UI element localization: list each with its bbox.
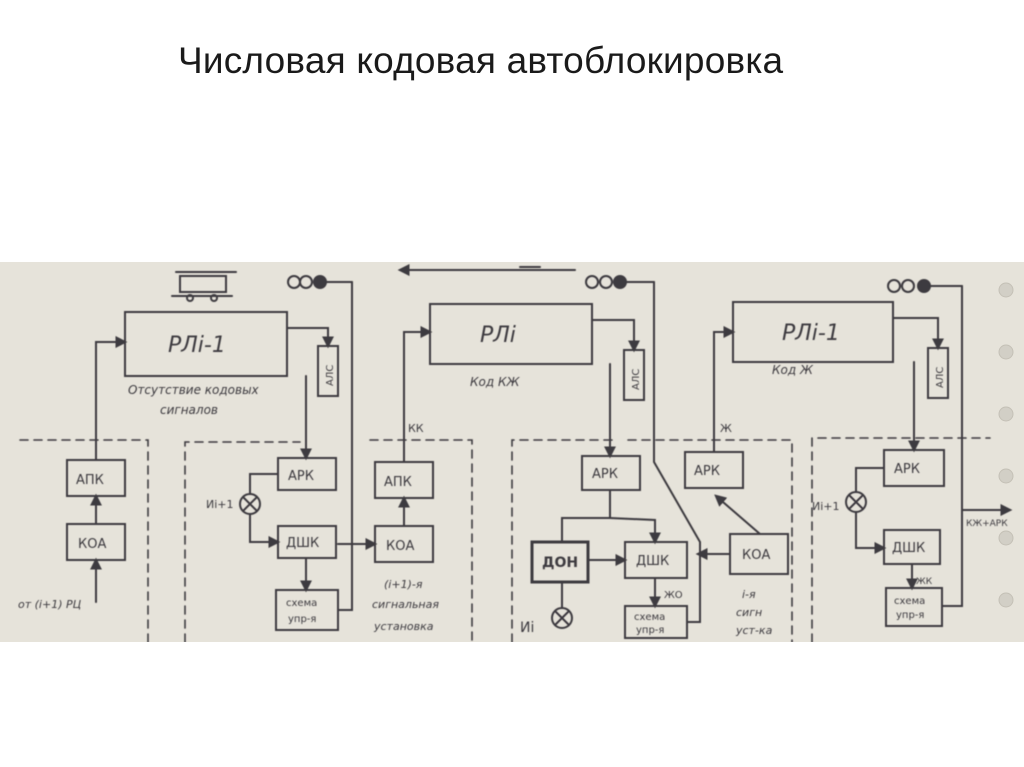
note-ui1: Иi+1 (206, 498, 234, 511)
note-from: от (i+1) РЦ (18, 598, 82, 611)
ark-label-2: АРК (592, 467, 618, 482)
train-icon (171, 271, 237, 302)
handwritten-diagram-photo: РЛi-1 РЛi РЛi-1 АЛС АЛС АЛС АПК КОА АРК … (0, 262, 1024, 642)
note-zhk: ЖК (916, 577, 933, 587)
apk-label-2: АПК (384, 475, 412, 490)
note-sig2-2: сигн (736, 606, 762, 619)
als-label-1: АЛС (325, 365, 336, 386)
note-zhd: ЖО (664, 590, 683, 601)
ark-label-3: АРК (694, 464, 720, 479)
note-sig2-1: i-я (742, 588, 756, 601)
note-sig1-1: (i+1)-я (384, 578, 423, 591)
note-right-out: КЖ+АРК (966, 519, 1008, 529)
rl-label-right: РЛi-1 (782, 321, 840, 346)
apk-label-1: АПК (76, 473, 104, 488)
rl-label-left: РЛi-1 (168, 333, 226, 358)
connections-1 (90, 281, 378, 611)
ark-label-1: АРК (288, 469, 314, 484)
diagram-canvas: РЛi-1 РЛi РЛi-1 АЛС АЛС АЛС АПК КОА АРК … (18, 264, 1014, 642)
dshk-label-3: ДШК (892, 541, 925, 556)
connections-2 (398, 281, 761, 623)
signal-light-2 (585, 275, 655, 289)
connections-3 (855, 285, 1013, 607)
als-label-3: АЛС (935, 367, 946, 388)
koa-label-1: КОА (78, 537, 106, 552)
bdn-label: ДОН (542, 555, 578, 571)
bdn-box (530, 540, 590, 584)
note-sig1-2: сигнальная (372, 598, 439, 611)
als-label-2: АЛС (631, 369, 642, 390)
note-ui2: Иi (520, 620, 534, 636)
notebook-holes (998, 282, 1014, 608)
note-kod-kzh: Код КЖ (470, 375, 520, 389)
signal-light-1 (287, 275, 353, 289)
dashed-dividers (19, 437, 991, 642)
dshk-label-1: ДШК (286, 536, 319, 551)
note-absence-2: сигналов (160, 403, 218, 417)
note-sig2-3: уст-ка (735, 624, 773, 637)
note-kk: КК (408, 422, 424, 435)
scheme-label-3b: упр-я (896, 610, 924, 621)
koa-label-2: КОА (386, 539, 414, 554)
slide-title: Числовая кодовая автоблокировка (178, 40, 784, 81)
ark-label-4: АРК (894, 462, 920, 477)
scheme-label-2b: упр-я (636, 625, 664, 636)
note-zh: Ж (720, 422, 732, 435)
koa-label-3: КОА (742, 548, 770, 563)
signal-light-3 (887, 279, 963, 293)
note-kod-zh: Код Ж (772, 363, 814, 377)
note-sig1-3: установка (373, 620, 434, 633)
note-absence-1: Отсутствие кодовых (128, 383, 260, 397)
dshk-label-2: ДШК (636, 554, 669, 569)
scheme-label-3a: схема (894, 596, 925, 607)
scheme-label-1a: схема (286, 598, 317, 609)
scheme-label-1b: упр-я (288, 614, 316, 625)
rl-label-mid: РЛi (480, 323, 516, 348)
note-ui3: Иi+1 (812, 500, 840, 513)
scheme-label-2a: схема (634, 612, 665, 623)
